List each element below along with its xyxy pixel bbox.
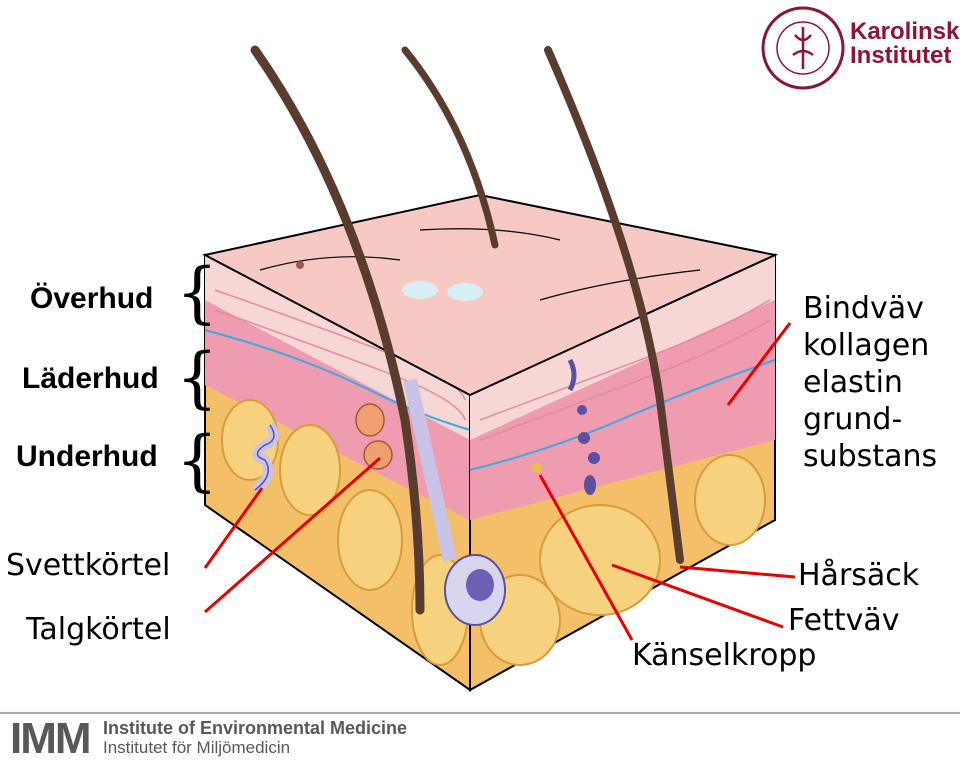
connective-line4: grund-	[803, 402, 903, 437]
skin-block-left-face	[204, 253, 471, 692]
label-hair-follicle: Hårsäck	[798, 558, 920, 593]
brace-epidermis: {	[176, 254, 218, 331]
connective-line1: Bindväv	[803, 291, 924, 326]
karolinska-seal-logo	[761, 6, 845, 90]
skin-block-top-surface	[202, 193, 779, 397]
label-fat-tissue: Fettväv	[788, 603, 900, 638]
label-sebaceous-gland: Talgkörtel	[26, 612, 171, 647]
imm-logo: IMM	[10, 714, 92, 763]
layer-label-epidermis: Överhud	[30, 282, 154, 315]
label-connective-tissue: Bindväv kollagen elastin grund- substans	[803, 290, 937, 475]
karolinska-wordmark: Karolinska Institutet	[850, 20, 960, 68]
connective-line3: elastin	[803, 365, 903, 400]
label-sensory-body: Känselkropp	[632, 638, 817, 673]
brace-subcutis: {	[176, 422, 218, 499]
layer-label-dermis: Läderhud	[22, 362, 159, 395]
pointer-lines	[203, 322, 796, 641]
footer-divider	[0, 712, 960, 714]
karolinska-name-line2: Institutet	[850, 42, 952, 69]
connective-line2: kollagen	[803, 328, 930, 363]
layer-label-subcutis: Underhud	[16, 440, 158, 473]
label-sweat-gland: Svettkörtel	[6, 548, 171, 583]
imm-name-swedish: Institutet för Miljömedicin	[103, 738, 291, 757]
hair-follicle-bulb	[403, 378, 506, 626]
connective-line5: substans	[803, 439, 938, 474]
karolinska-name-line1: Karolinska	[850, 18, 960, 45]
hairs	[250, 45, 684, 615]
brace-dermis: {	[176, 339, 218, 416]
sweat-gland	[251, 422, 279, 494]
sebaceous-gland	[355, 403, 393, 470]
sensory-bodies	[532, 358, 600, 495]
imm-name-english: Institute of Environmental Medicine	[103, 718, 408, 738]
